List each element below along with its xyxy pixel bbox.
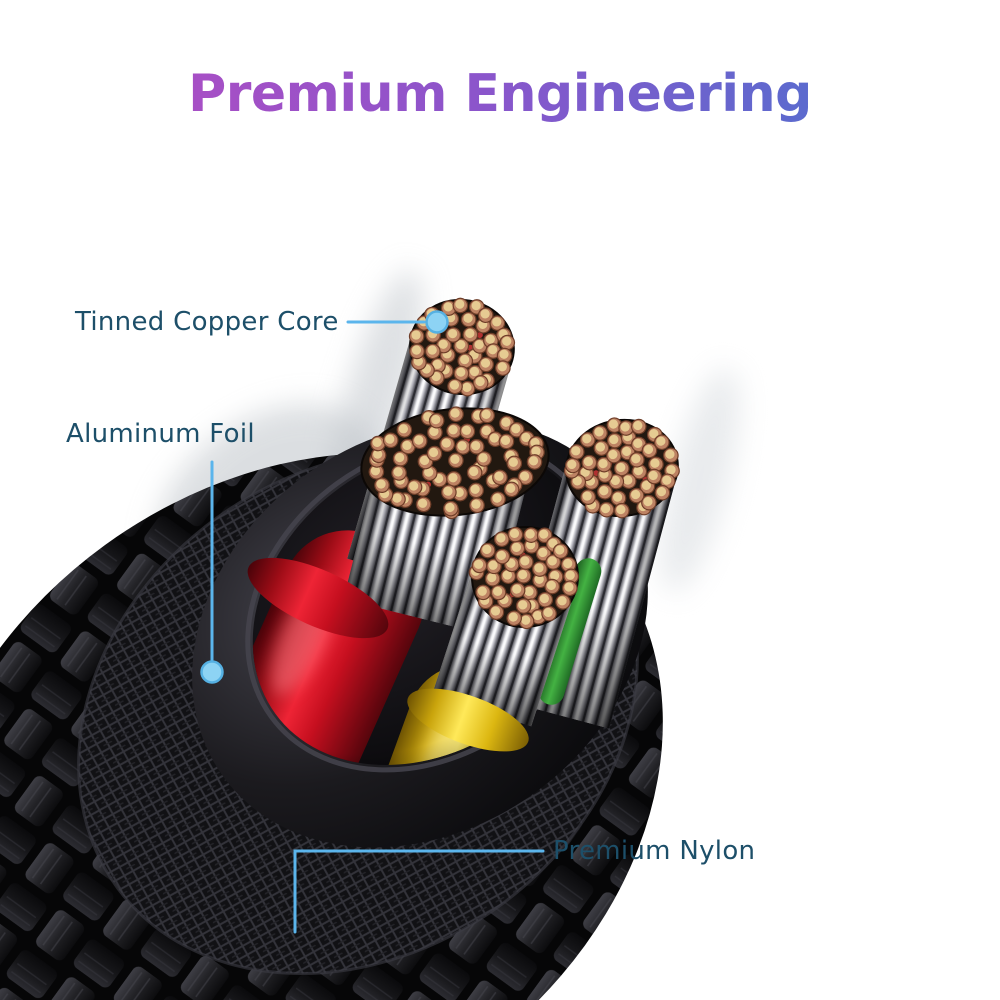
strand-face-d	[468, 525, 579, 630]
label-aluminum-foil: Aluminum Foil	[66, 419, 255, 449]
strand-face-c	[563, 417, 680, 519]
callout-line-premium-nylon	[293, 849, 545, 934]
copper-strand-faces	[360, 297, 680, 630]
strand-face-b	[360, 406, 550, 520]
yellow-wire-front-rim	[407, 688, 529, 752]
green-wire-insulation	[538, 558, 602, 705]
label-tinned-copper-core: Tinned Copper Core	[75, 307, 339, 337]
callout-connectors	[200, 310, 545, 934]
page-title: Premium Engineering	[0, 64, 1000, 124]
callout-dot-tinned-copper-core	[425, 310, 449, 334]
red-wire-front-rim	[247, 557, 389, 639]
label-premium-nylon: Premium Nylon	[553, 836, 756, 866]
callout-dot-aluminum-foil	[200, 660, 224, 684]
